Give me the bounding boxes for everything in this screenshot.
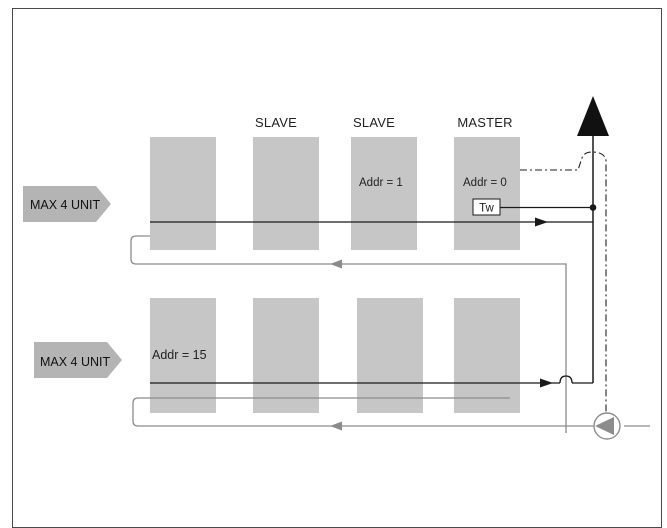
max-unit-label-bottom: MAX 4 UNIT [40, 355, 111, 369]
bottom-supply-line [150, 375, 593, 384]
sensor-label: Tw [479, 203, 494, 215]
bottom-unit-2 [253, 298, 319, 413]
col-label-slave-2: SLAVE [353, 115, 395, 130]
col-label-master: MASTER [457, 115, 512, 130]
bottom-units [150, 298, 520, 413]
pump-icon [593, 412, 621, 440]
addr-master-label: Addr = 0 [463, 177, 507, 189]
top-unit-4 [454, 137, 520, 250]
main-riser-arrowhead [577, 96, 609, 136]
top-supply-arrowhead [535, 217, 548, 227]
bottom-return-loop [132, 397, 600, 427]
bottom-unit-3 [357, 298, 423, 413]
top-return-arrowhead [330, 259, 342, 269]
max-unit-label-top: MAX 4 UNIT [30, 198, 101, 212]
bottom-return-arrowhead [330, 421, 342, 431]
top-unit-3 [351, 137, 417, 250]
max-unit-arrow-top: MAX 4 UNIT [23, 186, 111, 222]
control-signal-line [520, 151, 607, 412]
top-units [150, 137, 520, 250]
top-unit-1 [150, 137, 216, 250]
bottom-unit-1 [150, 298, 216, 413]
top-unit-2 [253, 137, 319, 250]
col-label-slave-1: SLAVE [255, 115, 297, 130]
addr-slave-label: Addr = 1 [359, 177, 403, 189]
bottom-unit-4 [454, 298, 520, 413]
bottom-supply-arrowhead [540, 378, 553, 388]
max-unit-arrow-bottom: MAX 4 UNIT [34, 342, 122, 378]
addr-bottom-label: Addr = 15 [152, 348, 207, 362]
top-return-loop [130, 235, 567, 433]
